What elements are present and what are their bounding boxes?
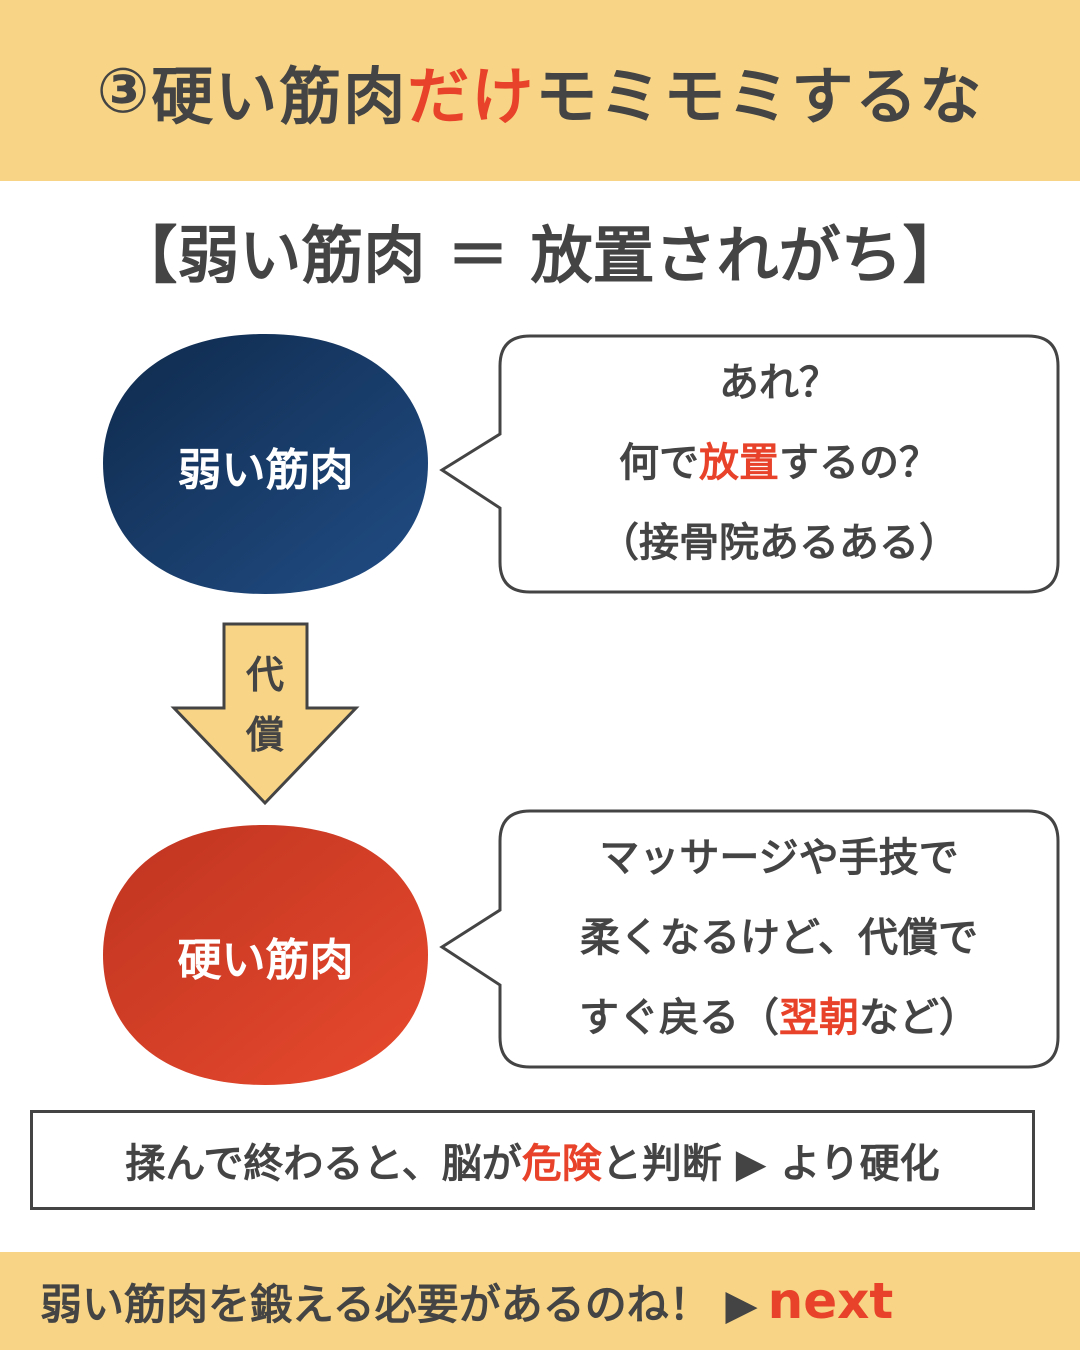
bubble-line: マッサージや手技で — [599, 835, 959, 881]
weak-muscle-label: 弱い筋肉 — [177, 445, 354, 496]
text: と判断 ▶ より硬化 — [601, 1141, 940, 1187]
bubble-line: （接骨院あるある） — [599, 520, 959, 566]
arrow-label: 代 償 — [223, 645, 307, 765]
highlight: 放置 — [699, 440, 779, 486]
note-box: 揉んで終わると、脳が危険と判断 ▶ より硬化 — [30, 1110, 1035, 1210]
title-text-end: モミモミするな — [535, 59, 984, 133]
speech-bubble-2 — [439, 809, 1060, 1069]
step-number: ③ — [96, 54, 152, 127]
text: 何で — [619, 440, 699, 486]
bubble-2-text: マッサージや手技で 柔くなるけど、代償で すぐ戻る（翌朝など） — [500, 818, 1058, 1058]
bubble-line: 柔くなるけど、代償で — [580, 915, 978, 961]
bubble-1-text: あれ？ 何で放置するの？ （接骨院あるある） — [500, 343, 1058, 583]
arrow-char: 代 — [245, 653, 284, 697]
subtitle: 【弱い筋肉 ＝ 放置されがち】 — [115, 219, 965, 292]
text: すぐ戻る（ — [579, 995, 779, 1041]
title-highlight: だけ — [407, 59, 536, 133]
highlight: 翌朝 — [779, 995, 859, 1041]
header-title: ③ 硬い筋肉だけモミモミするな — [0, 0, 1080, 181]
bubble-line: 何で放置するの？ — [500, 423, 1058, 503]
hard-muscle-blob — [103, 825, 428, 1085]
bubble-line: あれ？ — [719, 360, 839, 406]
down-arrow — [170, 622, 360, 806]
footer: 弱い筋肉を鍛える必要があるのね！ ▶ next — [0, 1252, 1080, 1350]
text: など） — [859, 995, 979, 1041]
footer-text: 弱い筋肉を鍛える必要があるのね！ ▶ — [40, 1279, 758, 1329]
next-link[interactable]: next — [767, 1272, 894, 1330]
title-text: 硬い筋肉 — [151, 59, 408, 133]
highlight: 危険 — [521, 1141, 602, 1187]
text: 揉んで終わると、脳が — [125, 1141, 522, 1187]
weak-muscle-blob — [103, 334, 428, 594]
arrow-char: 償 — [245, 713, 284, 757]
speech-bubble-1 — [439, 334, 1060, 594]
bubble-line: すぐ戻る（翌朝など） — [500, 978, 1058, 1058]
text: するの？ — [779, 440, 939, 486]
hard-muscle-label: 硬い筋肉 — [177, 935, 354, 986]
